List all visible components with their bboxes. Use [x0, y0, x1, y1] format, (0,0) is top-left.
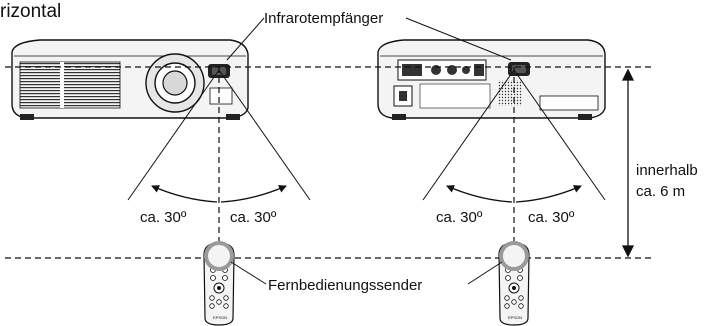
infrared-receiver-leader-left [226, 17, 265, 61]
angle-label-right-b: ca. 30º [528, 209, 575, 226]
infrared-receiver-label: Infrarotempfänger [264, 10, 383, 27]
reception-cone-left [127, 69, 311, 201]
remote-emitter-label: Fernbedienungssender [268, 277, 422, 294]
angle-arcs-left [151, 185, 287, 203]
distance-label-line1: innerhalb [636, 162, 698, 179]
angle-arcs-right [446, 185, 582, 203]
distance-label-line2: ca. 6 m [636, 183, 685, 200]
angle-label-left-b: ca. 30º [436, 209, 483, 226]
infrared-receiver-leader-right [405, 17, 512, 61]
angle-label-left-a: ca. 30º [140, 209, 187, 226]
emitter-highlight-ring-right [499, 241, 529, 271]
emitter-highlight-ring-left [204, 241, 234, 271]
remote-brand-a: EPSON [213, 315, 227, 320]
reference-lines [5, 66, 655, 259]
projector-front-icon [11, 39, 249, 120]
heading-fragment: rizontal [0, 1, 61, 22]
remote-emitter-leader-right [467, 261, 503, 285]
remote-control-icon: EPSON [498, 242, 530, 326]
distance-indicator [621, 68, 635, 258]
angle-label-right-a: ca. 30º [230, 209, 277, 226]
remote-control-icon: EPSON [203, 242, 235, 326]
reception-cone-right [422, 69, 606, 201]
remote-emitter-leader-left [230, 261, 267, 285]
remote-brand-b: EPSON [508, 315, 522, 320]
